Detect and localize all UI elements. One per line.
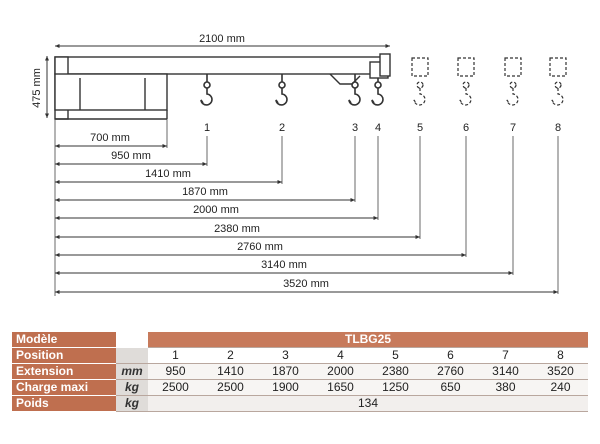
row-label: Charge maxi (12, 379, 116, 396)
table-cell: 4 (313, 347, 368, 364)
row-unit: kg (116, 379, 148, 396)
hook-position-3 (348, 74, 361, 106)
position-number-7: 7 (510, 122, 516, 134)
table-cell: 650 (423, 379, 478, 396)
hook-position-8 (549, 57, 567, 106)
dim-label-700: 700 mm (90, 132, 130, 144)
table-cell: 2000 (313, 363, 368, 380)
dim-label-950: 950 mm (111, 150, 151, 162)
hook-position-1 (200, 74, 213, 106)
table-cell: 1870 (258, 363, 313, 380)
total-length-label: 2100 mm (199, 33, 245, 45)
dim-label-3140: 3140 mm (261, 259, 307, 271)
dim-label-2760: 2760 mm (237, 241, 283, 253)
table-cell: 2 (203, 347, 258, 364)
hook-position-7 (504, 57, 522, 106)
position-number-4: 4 (375, 122, 381, 134)
extension-lines (54, 119, 559, 296)
table-row: Position 1 2 3 4 5 6 7 8 (12, 347, 588, 364)
row-label: Poids (12, 395, 116, 412)
position-number-2: 2 (279, 122, 285, 134)
table-cell: 240 (533, 379, 588, 396)
table-row: Charge maxi kg 2500 2500 1900 1650 1250 … (12, 379, 588, 396)
table-cell: 2500 (203, 379, 258, 396)
height-label: 475 mm (31, 68, 43, 108)
table-cell: 1900 (258, 379, 313, 396)
table-cell: 1650 (313, 379, 368, 396)
hook-position-5 (411, 57, 429, 106)
table-cell: 2380 (368, 363, 423, 380)
table-cell: 1 (148, 347, 203, 364)
position-number-6: 6 (463, 122, 469, 134)
table-cell: 380 (478, 379, 533, 396)
table-cell: 1410 (203, 363, 258, 380)
row-label: Position (12, 347, 116, 364)
position-number-1: 1 (204, 122, 210, 134)
hook-position-2 (275, 74, 288, 106)
header-unit-cell (116, 332, 148, 348)
table-cell: 8 (533, 347, 588, 364)
table-cell: 2500 (148, 379, 203, 396)
table-header-row: Modèle TLBG25 (12, 332, 588, 348)
weight-value: 134 (148, 395, 588, 412)
table-row: Poids kg 134 (12, 395, 588, 412)
position-number-3: 3 (352, 122, 358, 134)
position-number-8: 8 (555, 122, 561, 134)
table-cell: 950 (148, 363, 203, 380)
row-unit (116, 347, 148, 364)
table-cell: 5 (368, 347, 423, 364)
boom-diagram: 2100 mm 475 mm (31, 33, 567, 296)
table-cell: 1250 (368, 379, 423, 396)
hook-position-4 (371, 78, 384, 106)
dim-label-2000: 2000 mm (193, 204, 239, 216)
boom-structure (54, 53, 391, 120)
position-number-5: 5 (417, 122, 423, 134)
header-model-label: Modèle (12, 332, 116, 348)
table-cell: 3520 (533, 363, 588, 380)
table-cell: 6 (423, 347, 478, 364)
dim-label-2380: 2380 mm (214, 223, 260, 235)
row-unit: mm (116, 363, 148, 380)
row-unit: kg (116, 395, 148, 412)
table-cell: 3140 (478, 363, 533, 380)
dim-label-3520: 3520 mm (283, 278, 329, 290)
table-row: Extension mm 950 1410 1870 2000 2380 276… (12, 363, 588, 380)
dim-label-1870: 1870 mm (182, 186, 228, 198)
dim-label-1410: 1410 mm (145, 168, 191, 180)
spec-table: Modèle TLBG25 Position 1 2 3 4 5 6 7 8 E… (12, 332, 588, 412)
row-label: Extension (12, 363, 116, 380)
model-name: TLBG25 (148, 332, 588, 348)
table-cell: 2760 (423, 363, 478, 380)
table-cell: 3 (258, 347, 313, 364)
hook-position-6 (457, 57, 475, 106)
table-cell: 7 (478, 347, 533, 364)
